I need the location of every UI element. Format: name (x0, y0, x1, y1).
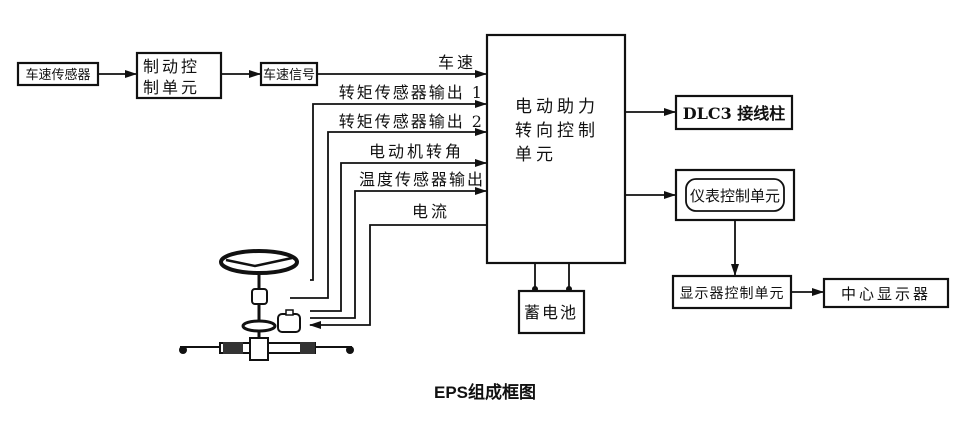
assist-motor (277, 313, 301, 333)
signal-line-temperature (310, 187, 487, 319)
display-control-label: 显示器控制单元 (680, 286, 785, 302)
signal-label-current: 电流 (412, 202, 450, 221)
battery-node: 蓄电池 (517, 289, 586, 335)
signal-label-torque-2: 转矩传感器输出 2 (339, 112, 484, 131)
signal-label-temperature: 温度传感器输出 (359, 170, 485, 189)
signal-label-torque-1: 转矩传感器输出 1 (339, 83, 484, 102)
signal-line-current (309, 224, 486, 329)
eps-ecu-node: 电动助力 转向控制 单元 (485, 33, 627, 265)
display-control-unit-node: 显示器控制单元 (671, 274, 793, 310)
meter-inner-frame (685, 178, 785, 212)
battery-label: 蓄电池 (524, 303, 578, 322)
speed-sensor-label: 车速传感器 (25, 67, 90, 83)
ecu-label-2: 转向控制 (515, 121, 599, 141)
signal-label-motor-angle: 电动机转角 (369, 142, 464, 161)
signal-line-motor-angle (310, 159, 487, 312)
meter-control-unit-node: 仪表控制单元 (674, 168, 796, 222)
dlc3-node: DLC3 接线柱 (674, 94, 794, 131)
ecu-label-1: 电动助力 (515, 97, 599, 117)
speed-sensor-node: 车速传感器 (16, 61, 100, 87)
dlc3-label: DLC3 接线柱 (683, 104, 786, 123)
reduction-gear (241, 319, 277, 333)
tie-rod-end-right (346, 346, 354, 354)
ecu-label-3: 单元 (515, 145, 557, 165)
signal-label-speed: 车速 (438, 53, 476, 72)
signal-line-torque-2 (290, 128, 487, 299)
center-display-label: 中心显示器 (841, 285, 931, 303)
brake-control-unit-node: 制动控 制单元 (135, 51, 223, 100)
torque-sensor (251, 288, 268, 305)
brake-control-label-2: 制单元 (143, 78, 200, 97)
speed-signal-node: 车速信号 (259, 61, 319, 87)
center-display-node: 中心显示器 (822, 277, 950, 309)
tie-rod-end-left (179, 346, 187, 354)
brake-control-label-1: 制动控 (143, 57, 200, 76)
signal-line-torque-1 (310, 100, 487, 281)
diagram-caption: EPS组成框图 (433, 383, 537, 402)
pinion-housing (249, 337, 269, 361)
steering-system-illustration (179, 249, 354, 361)
meter-control-label: 仪表控制单元 (690, 187, 780, 205)
speed-signal-label: 车速信号 (263, 67, 315, 83)
